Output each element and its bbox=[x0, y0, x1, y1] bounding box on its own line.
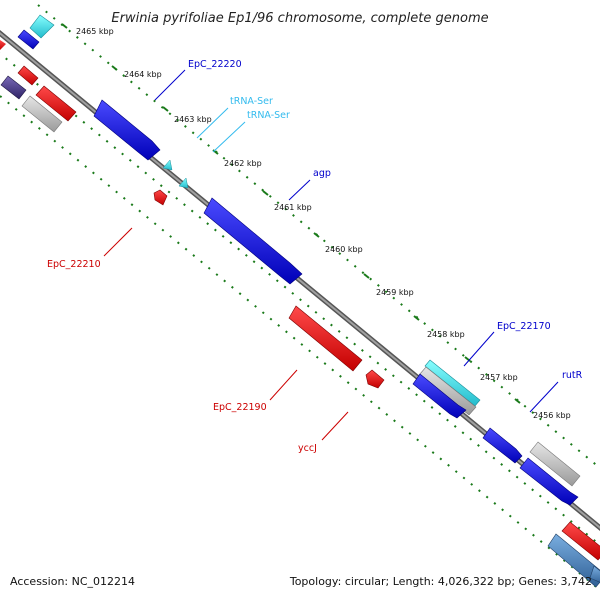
forward-cds-mid-2[interactable] bbox=[482, 427, 523, 464]
tick-labels: 2465 kbp 2464 kbp 2463 kbp 2462 kbp 2461… bbox=[76, 27, 571, 420]
reverse-cds-bottom-right[interactable] bbox=[561, 521, 600, 561]
reverse-cds-epc22210[interactable] bbox=[153, 189, 168, 206]
gene-label-agp[interactable]: agp bbox=[313, 168, 331, 179]
middle-dotted-track bbox=[0, 52, 600, 546]
steel-feature-corner[interactable] bbox=[589, 565, 600, 584]
tick-label: 2462 kbp bbox=[224, 159, 262, 168]
gene-label-rutr[interactable]: rutR bbox=[562, 370, 583, 381]
tick-label: 2464 kbp bbox=[124, 70, 162, 79]
label-leaders bbox=[103, 69, 559, 441]
tick-label: 2465 kbp bbox=[76, 27, 114, 36]
trna-ser-2[interactable] bbox=[178, 177, 189, 189]
tick-label: 2461 kbp bbox=[274, 203, 312, 212]
reverse-cds-yccj[interactable] bbox=[365, 369, 385, 389]
cyan-feature-top[interactable] bbox=[29, 14, 55, 39]
outer-dotted-track bbox=[37, 4, 600, 469]
gene-label-epc22210[interactable]: EpC_22210 bbox=[47, 259, 101, 270]
reverse-cds-small-2[interactable] bbox=[35, 85, 77, 122]
gene-labels: EpC_22220 tRNA-Ser tRNA-Ser agp EpC_2221… bbox=[47, 59, 583, 454]
gene-label-yccj[interactable]: yccJ bbox=[298, 443, 317, 454]
accession-text: Accession: NC_012214 bbox=[10, 575, 135, 588]
inner-dotted-track bbox=[0, 95, 600, 591]
gene-label-trna-ser-1[interactable]: tRNA-Ser bbox=[230, 96, 273, 107]
forward-cds-mid-1[interactable] bbox=[412, 373, 467, 419]
tick-marks bbox=[61, 23, 521, 404]
forward-cds-top-left[interactable] bbox=[17, 29, 40, 50]
steel-feature-bottom-right[interactable] bbox=[547, 533, 600, 588]
other-feature-epc22170[interactable] bbox=[418, 366, 477, 416]
gene-label-epc22190[interactable]: EpC_22190 bbox=[213, 402, 267, 413]
reverse-cds-small-1[interactable] bbox=[17, 65, 39, 86]
reverse-cds-epc22190[interactable] bbox=[288, 305, 363, 372]
tick-label: 2458 kbp bbox=[427, 330, 465, 339]
forward-cds-rutr[interactable] bbox=[519, 457, 579, 506]
feature-track bbox=[0, 14, 600, 588]
tick-label: 2460 kbp bbox=[325, 245, 363, 254]
other-feature-rutr[interactable] bbox=[529, 441, 581, 487]
dark-feature[interactable] bbox=[0, 75, 27, 100]
genome-summary-text: Topology: circular; Length: 4,026,322 bp… bbox=[289, 575, 592, 588]
gene-label-trna-ser-2[interactable]: tRNA-Ser bbox=[247, 110, 290, 121]
tick-label: 2463 kbp bbox=[174, 115, 212, 124]
trna-ser-1[interactable] bbox=[162, 159, 173, 171]
other-feature-left[interactable] bbox=[21, 95, 63, 133]
forward-cds-epc22220[interactable] bbox=[93, 99, 161, 161]
tick-label: 2456 kbp bbox=[533, 411, 571, 420]
reverse-cds-edge[interactable] bbox=[0, 40, 6, 50]
map-title: Erwinia pyrifoliae Ep1/96 chromosome, co… bbox=[111, 11, 488, 26]
tick-label: 2459 kbp bbox=[376, 288, 414, 297]
gene-label-epc22170[interactable]: EpC_22170 bbox=[497, 321, 551, 332]
tick-label: 2457 kbp bbox=[480, 373, 518, 382]
gene-label-epc22220[interactable]: EpC_22220 bbox=[188, 59, 242, 70]
forward-cds-agp[interactable] bbox=[203, 197, 303, 285]
